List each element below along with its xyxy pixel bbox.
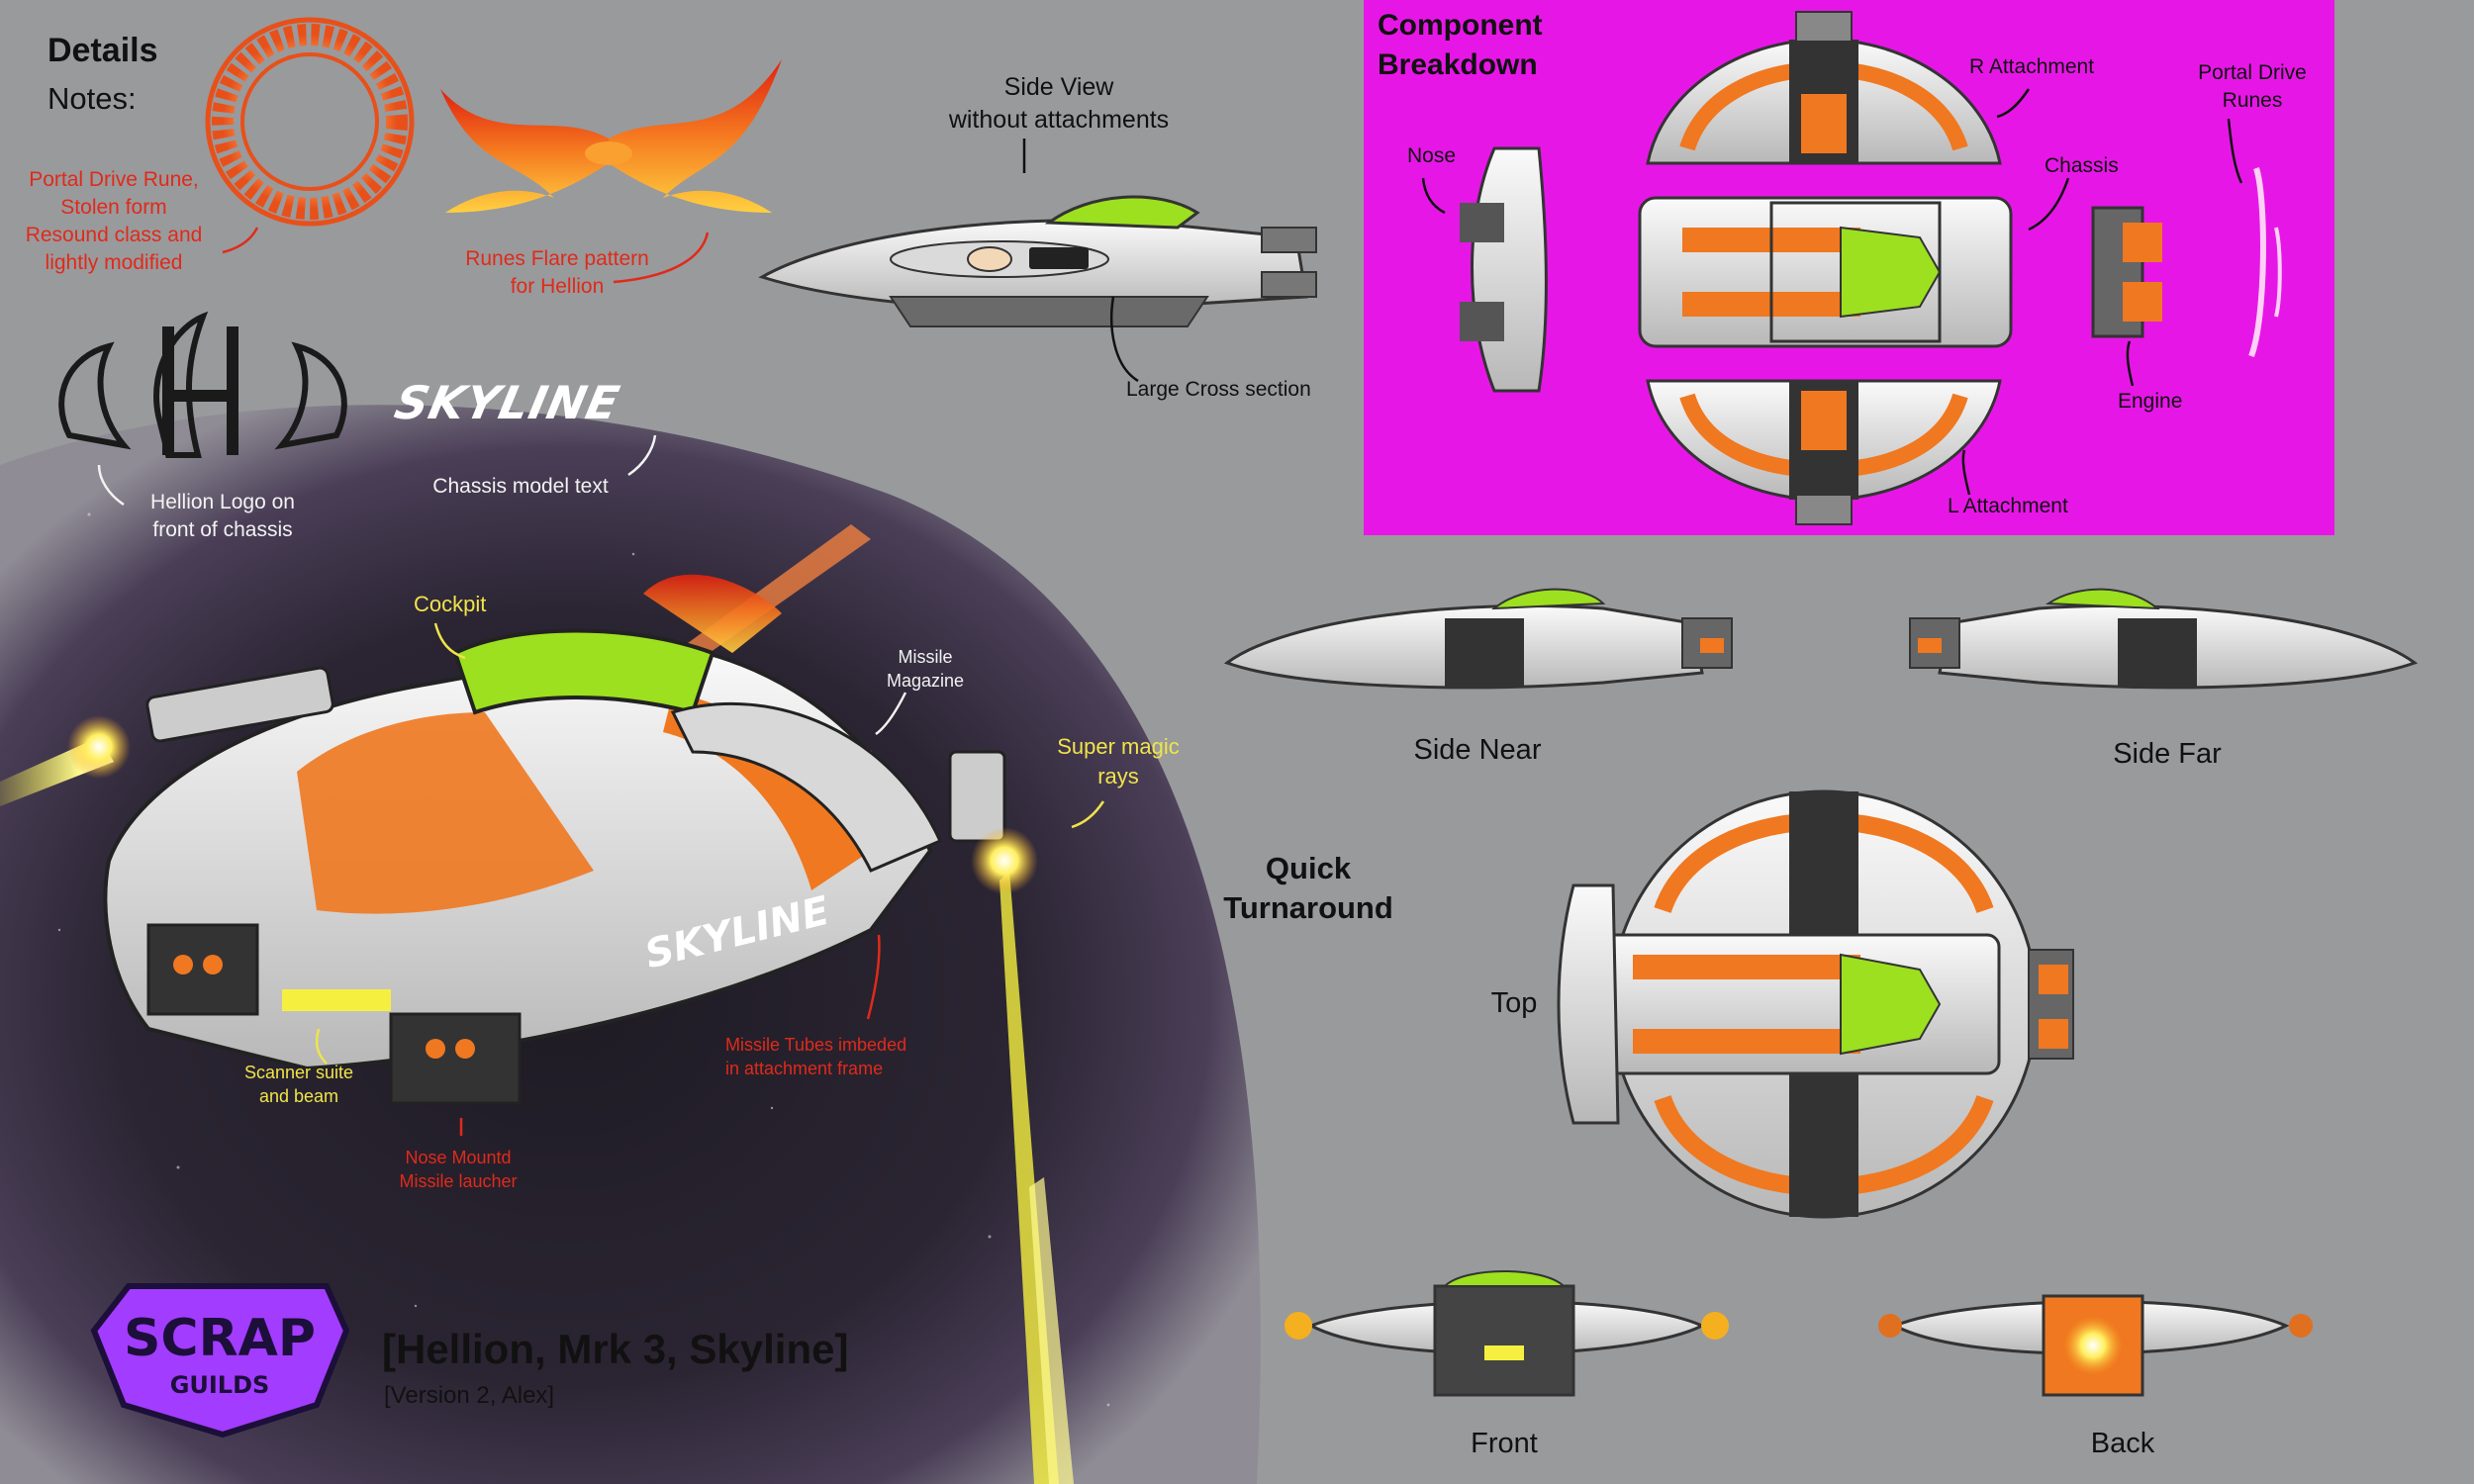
label-front: Front [1471, 1428, 1538, 1459]
hellion-logo-note: Hellion Logo on front of chassis [150, 491, 295, 541]
label-r-attachment: R Attachment [1969, 55, 2095, 78]
details-title: Details [48, 32, 158, 69]
label-side-far: Side Far [2113, 738, 2222, 770]
side-near-ship [1223, 588, 1733, 690]
skyline-chassis-text: SKYLINE [390, 376, 625, 429]
ship-version: [Version 2, Alex] [384, 1382, 555, 1409]
side-view-ship [758, 195, 1317, 327]
portal-rune-note: Portal Drive Rune, Stolen form Resound c… [25, 168, 203, 274]
label-l-attachment: L Attachment [1948, 495, 2068, 517]
component-breakdown-title: Component Breakdown [1378, 9, 1543, 81]
hellion-logo [58, 311, 347, 458]
scrap-guilds-logo: SCRAP GUILDS [90, 1283, 350, 1438]
front-view-ship [1285, 1270, 1729, 1397]
side-view-title: Side View without attachments [948, 73, 1170, 134]
label-portal-drive-runes: Portal Drive Runes [2198, 61, 2307, 112]
runes-flare-pattern [440, 59, 782, 213]
scrap-guilds-logo-line2: GUILDS [170, 1371, 270, 1399]
flare-note: Runes Flare pattern for Hellion [465, 247, 649, 298]
label-top: Top [1490, 987, 1538, 1019]
notes-label: Notes: [48, 81, 137, 116]
component-breakdown-parts [1460, 11, 2282, 525]
callout-scanner-suite: Scanner suite and beam [243, 1063, 354, 1106]
quick-turnaround-title: Quick Turnaround [1223, 851, 1393, 925]
label-side-near: Side Near [1413, 734, 1542, 766]
hero-ship-render [0, 524, 1074, 1484]
callout-nose-missile: Nose Mountd Missile laucher [399, 1148, 518, 1191]
chassis-text-note: Chassis model text [432, 475, 609, 498]
callout-arrows [97, 88, 2243, 1136]
callout-cockpit: Cockpit [414, 592, 487, 616]
label-back: Back [2090, 1428, 2155, 1459]
scrap-guilds-logo-line1: SCRAP [124, 1309, 316, 1368]
back-view-ship [1878, 1294, 2313, 1397]
side-far-ship [1909, 588, 2419, 690]
ship-title: [Hellion, Mrk 3, Skyline] [382, 1326, 849, 1372]
top-view-ship [1557, 789, 2074, 1219]
callout-super-magic-rays: Super magic rays [1057, 734, 1180, 788]
label-engine: Engine [2118, 390, 2183, 413]
label-nose: Nose [1407, 144, 1457, 167]
callout-missile-magazine: Missile Magazine [886, 647, 965, 691]
cross-section-note: Large Cross section [1126, 378, 1311, 401]
callout-missile-tubes: Missile Tubes imbeded in attachment fram… [725, 1035, 907, 1078]
portal-drive-rune [205, 17, 415, 227]
label-chassis: Chassis [2045, 154, 2119, 177]
